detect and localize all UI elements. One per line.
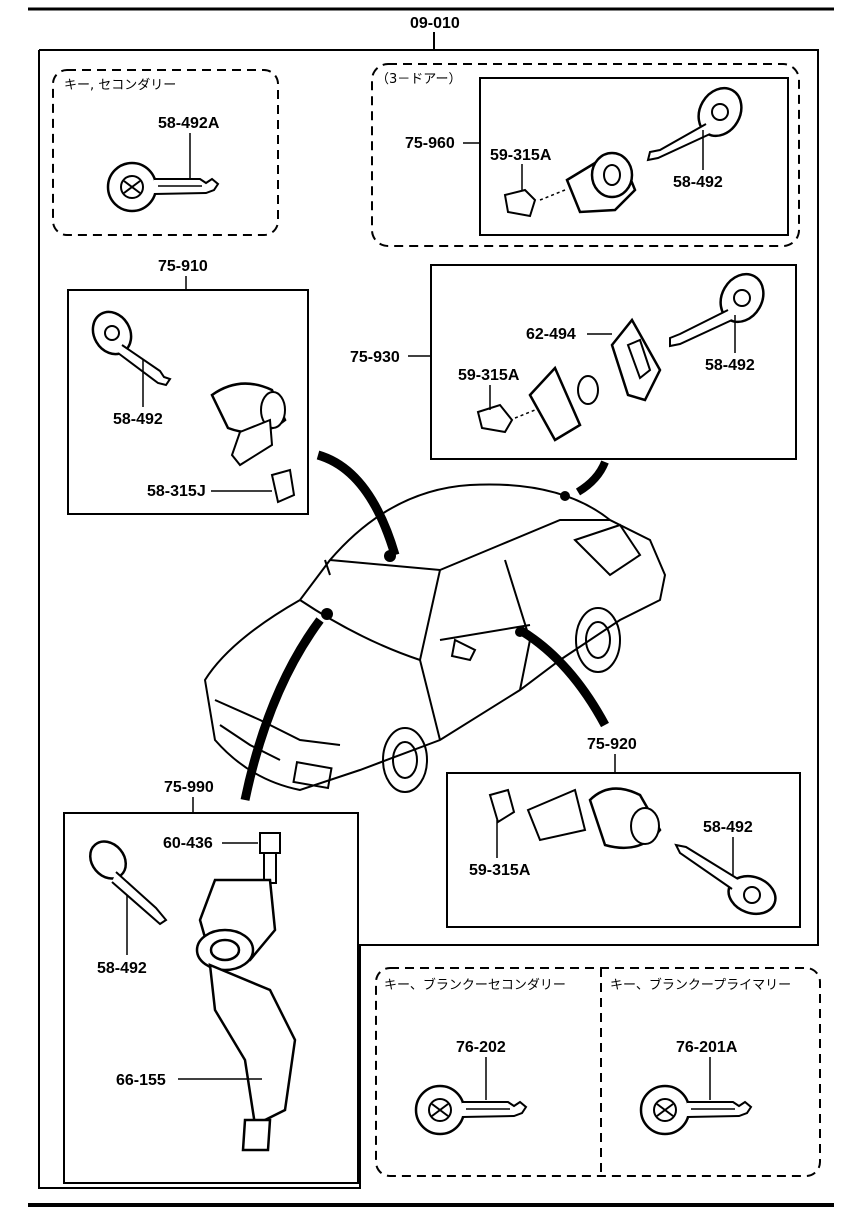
group-key-secondary-title: キー, セコンダリー [64, 78, 176, 93]
key-icon [84, 303, 172, 387]
car-illustration [203, 483, 667, 793]
part-76-201A: 76-201A [676, 1039, 738, 1056]
part-58-492-930: 58-492 [705, 357, 755, 374]
box-75-920 [446, 772, 801, 928]
part-59-315A-930: 59-315A [458, 367, 520, 384]
group-blank-primary-title: キー、ブランクープライマリー [610, 977, 791, 993]
group-three-door [371, 63, 800, 247]
box-75-990 [63, 812, 359, 1184]
lock-cylinder-icon [488, 787, 662, 850]
part-76-202: 76-202 [456, 1039, 506, 1056]
part-60-436: 60-436 [163, 835, 213, 852]
part-58-492-top: 58-492 [673, 174, 723, 191]
lock-location-marker [321, 608, 333, 620]
part-75-960: 75-960 [405, 135, 455, 152]
part-58-492A: 58-492A [158, 115, 220, 132]
group-blank-keys [375, 967, 821, 1177]
lock-cylinder-icon [210, 382, 296, 504]
part-59-315A-920: 59-315A [469, 862, 531, 879]
key-icon [639, 1084, 753, 1136]
part-66-155: 66-155 [116, 1072, 166, 1089]
lock-cylinder-icon [476, 317, 662, 442]
key-icon [646, 86, 743, 162]
part-62-494: 62-494 [526, 326, 576, 343]
key-icon [88, 840, 168, 926]
lock-cylinder-icon [503, 151, 637, 218]
steering-lock-icon [195, 878, 297, 1152]
lock-location-marker [384, 550, 396, 562]
part-58-492-910: 58-492 [113, 411, 163, 428]
lock-location-marker [560, 491, 570, 501]
key-icon [414, 1084, 528, 1136]
box-75-910 [67, 289, 309, 515]
part-75-930: 75-930 [350, 349, 400, 366]
box-75-930 [430, 264, 797, 460]
part-58-315J: 58-315J [147, 483, 206, 500]
part-75-920: 75-920 [587, 736, 637, 753]
key-icon [106, 161, 220, 213]
pointer-arc [240, 617, 324, 801]
part-59-315A-top: 59-315A [490, 147, 552, 164]
header-ref: 09-010 [410, 15, 460, 32]
key-icon [669, 272, 765, 348]
key-icon [674, 843, 777, 916]
group-three-door-title: （3－ドアー） [376, 72, 462, 87]
group-blank-secondary-title: キー、ブランクーセコンダリー [384, 977, 566, 993]
pointer-arc [316, 450, 400, 557]
part-58-492-990: 58-492 [97, 960, 147, 977]
lock-location-marker [515, 627, 525, 637]
pointer-arc [517, 626, 609, 728]
part-75-910: 75-910 [158, 258, 208, 275]
main-frame [38, 49, 819, 1189]
part-75-990: 75-990 [164, 779, 214, 796]
pointer-arc [575, 460, 609, 496]
part-58-492-920: 58-492 [703, 819, 753, 836]
bolt-icon [259, 832, 281, 884]
box-75-960 [479, 77, 789, 236]
group-key-secondary [52, 69, 279, 236]
